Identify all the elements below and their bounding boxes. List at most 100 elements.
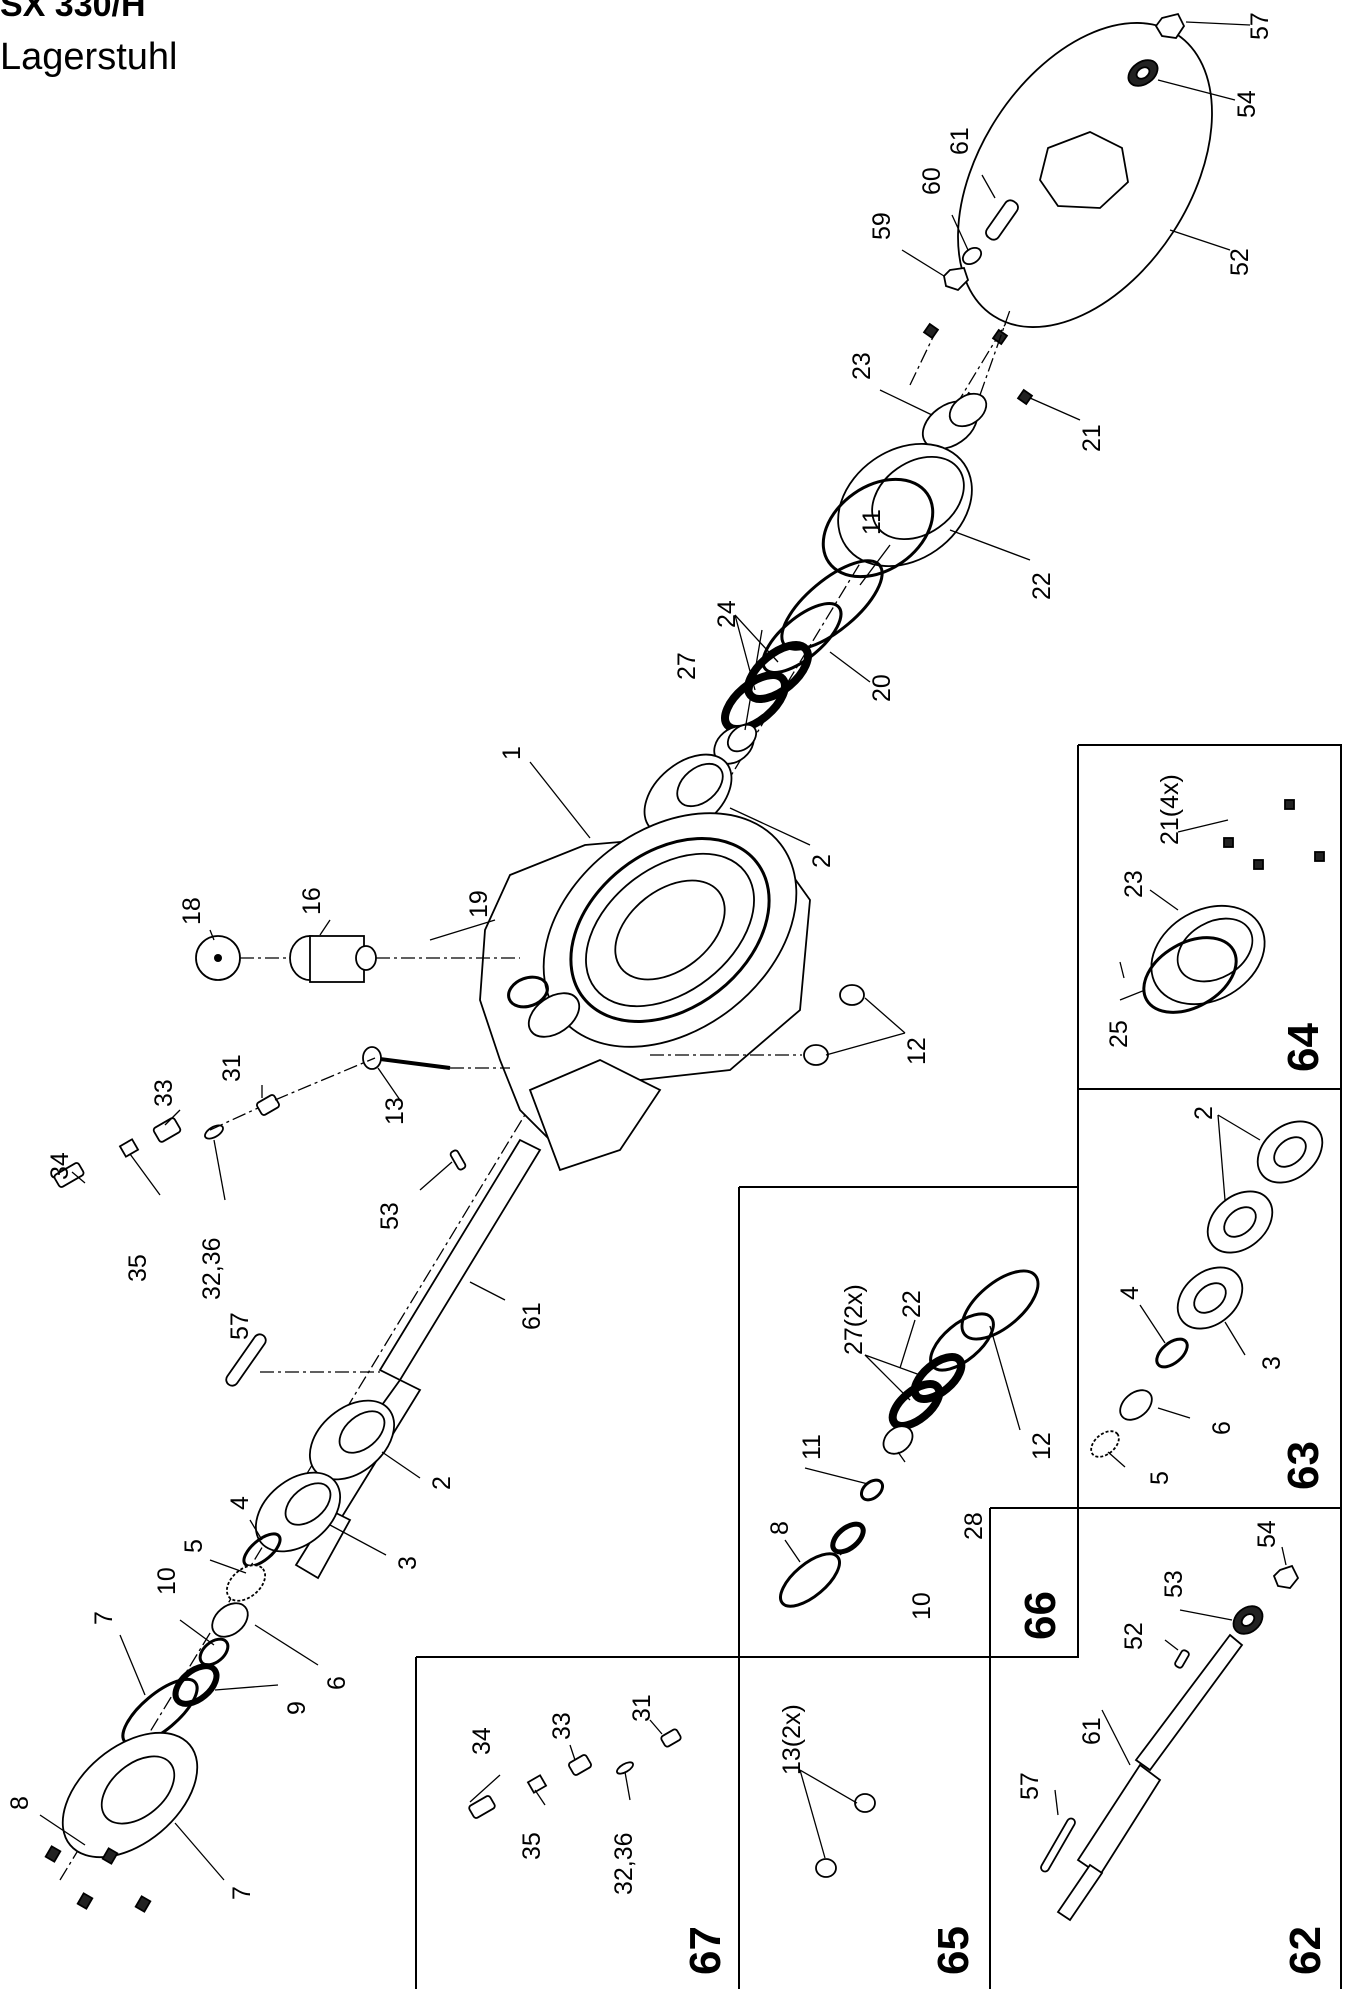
kit-62: 54 53 52 61 57 62 [1016,1520,1330,1975]
kit-65-number: 65 [929,1926,978,1975]
kit-63-parts [1090,1120,1324,1458]
part-9-screws [44,1845,152,1913]
kit-66-parts [779,1269,1040,1608]
part-11-ring [198,1637,230,1667]
kit-boxes-frame [415,744,1342,1989]
part-7-end-cover [61,1731,199,1859]
page-subtitle: Lagerstuhl [0,36,178,78]
callout-1: 1 [498,746,526,760]
part-53-washer [1127,59,1159,87]
kit-65: 13(2x) 65 [778,1704,978,1975]
part-6-nut [211,1602,249,1638]
part-18-plug [289,935,377,983]
kit-67-label-35: 35 [518,1832,546,1860]
callout-22: 20 [868,674,896,702]
callout-labels: 57 54 52 61 60 59 23 21 22 11 20 24 27 2… [6,12,1274,1900]
part-10-seal [172,1663,220,1707]
part-52-key [449,1149,467,1171]
callout-58: 59 [868,212,896,240]
kit-66-label-10: 10 [908,1592,936,1620]
callout-20: 19 [465,890,493,918]
callout-8: 7 [90,1611,118,1625]
page-title: SX 330/H [0,0,146,24]
kit-67: 34 33 31 35 32,36 67 [468,1694,730,1975]
kit-66-label-12: 12 [1028,1432,1056,1460]
kit-67-number: 67 [681,1926,730,1975]
kit-67-label-34: 34 [468,1727,496,1755]
callout-24: 23 [848,352,876,380]
part-24-bushing [921,392,988,450]
kit-64-label-23: 23 [1120,870,1148,898]
callout-31: 31 [218,1054,246,1082]
kit-62-label-57: 57 [1016,1772,1044,1800]
kit-66-label-8: 8 [766,1521,794,1535]
part-20-eye [507,975,549,1009]
callout-50: 52 [1226,248,1254,276]
kit-66-label-28: 28 [960,1512,988,1540]
callout-2-upper: 2 [808,854,836,868]
kit-67-label-32-36: 32,36 [610,1832,638,1895]
part-27-seal-b [721,671,789,733]
callout-11: 10 [153,1567,181,1595]
part-31-fitting [256,1094,280,1116]
callout-16: 13 [381,1097,409,1125]
callout-35: 35 [124,1254,152,1282]
callout-7: 7 [228,1886,256,1900]
kit-66-label-11: 11 [798,1434,826,1460]
callout-60: 61 [946,127,974,155]
kit-65-label-13: 13(2x) [778,1704,806,1775]
callout-54: 57 [1246,12,1274,40]
callout-10: 9 [283,1701,311,1715]
part-16-dipstick [362,1046,510,1070]
kit-67-label-33: 33 [548,1712,576,1740]
callout-5: 5 [180,1539,208,1553]
callout-19: 18 [178,897,206,925]
kit-65-parts [815,1793,876,1878]
part-4-ring [242,1532,282,1568]
callout-32-36: 32,36 [198,1237,226,1300]
kit-62-number: 62 [1281,1926,1330,1975]
kit-67-parts [468,1728,682,1819]
callout-33: 33 [150,1079,178,1107]
callout-57: 57 [226,1312,254,1340]
callout-61: 61 [518,1302,546,1330]
callout-28: 27 [673,652,701,680]
part-32-36-washer [204,1124,224,1140]
part-34-breather [53,1162,85,1188]
part-3-bearing [254,1471,342,1553]
part-35-clip [118,1138,140,1158]
part-22-oring [761,602,843,674]
kit-66-label-27: 27(2x) [840,1284,868,1355]
part-54-nut [1154,12,1186,39]
kit-62-label-53: 53 [1160,1570,1188,1598]
leader-lines [39,21,1287,1881]
kit-64-parts [1119,799,1325,1014]
callout-21: 21 [1078,424,1106,452]
callout-53: 54 [1233,90,1261,118]
callout-23: 22 [1028,572,1056,600]
kit-63-label-2: 2 [1190,1106,1218,1120]
part-5-lockwasher [225,1564,267,1602]
kit-66-number: 66 [1016,1591,1065,1640]
kit-63-number: 63 [1279,1441,1328,1490]
kit-66-label-22: 22 [898,1290,926,1318]
kit-66: 8 11 27(2x) 22 10 28 12 66 [766,1284,1065,1640]
part-2-bearing-lower [308,1399,396,1481]
part-60-pin [985,199,1019,241]
kit-63-label-6: 6 [1208,1421,1236,1435]
part-59-washer [961,246,983,266]
part-19-cap [195,935,241,981]
kit-62-label-61: 61 [1078,1717,1106,1745]
callout-4: 4 [226,1496,254,1510]
part-23-bearing-cap [821,442,973,579]
kit-64-label-25: 25 [1105,1020,1133,1048]
kit-62-label-52: 52 [1120,1622,1148,1650]
kit-67-label-31: 31 [628,1694,656,1722]
callout-3: 3 [394,1556,422,1570]
callout-9: 8 [6,1796,34,1810]
callout-13: 12 [903,1037,931,1065]
kit-64-label-21: 21(4x) [1156,774,1184,845]
callout-34: 34 [46,1152,74,1180]
kit-62-label-54: 54 [1253,1520,1281,1548]
